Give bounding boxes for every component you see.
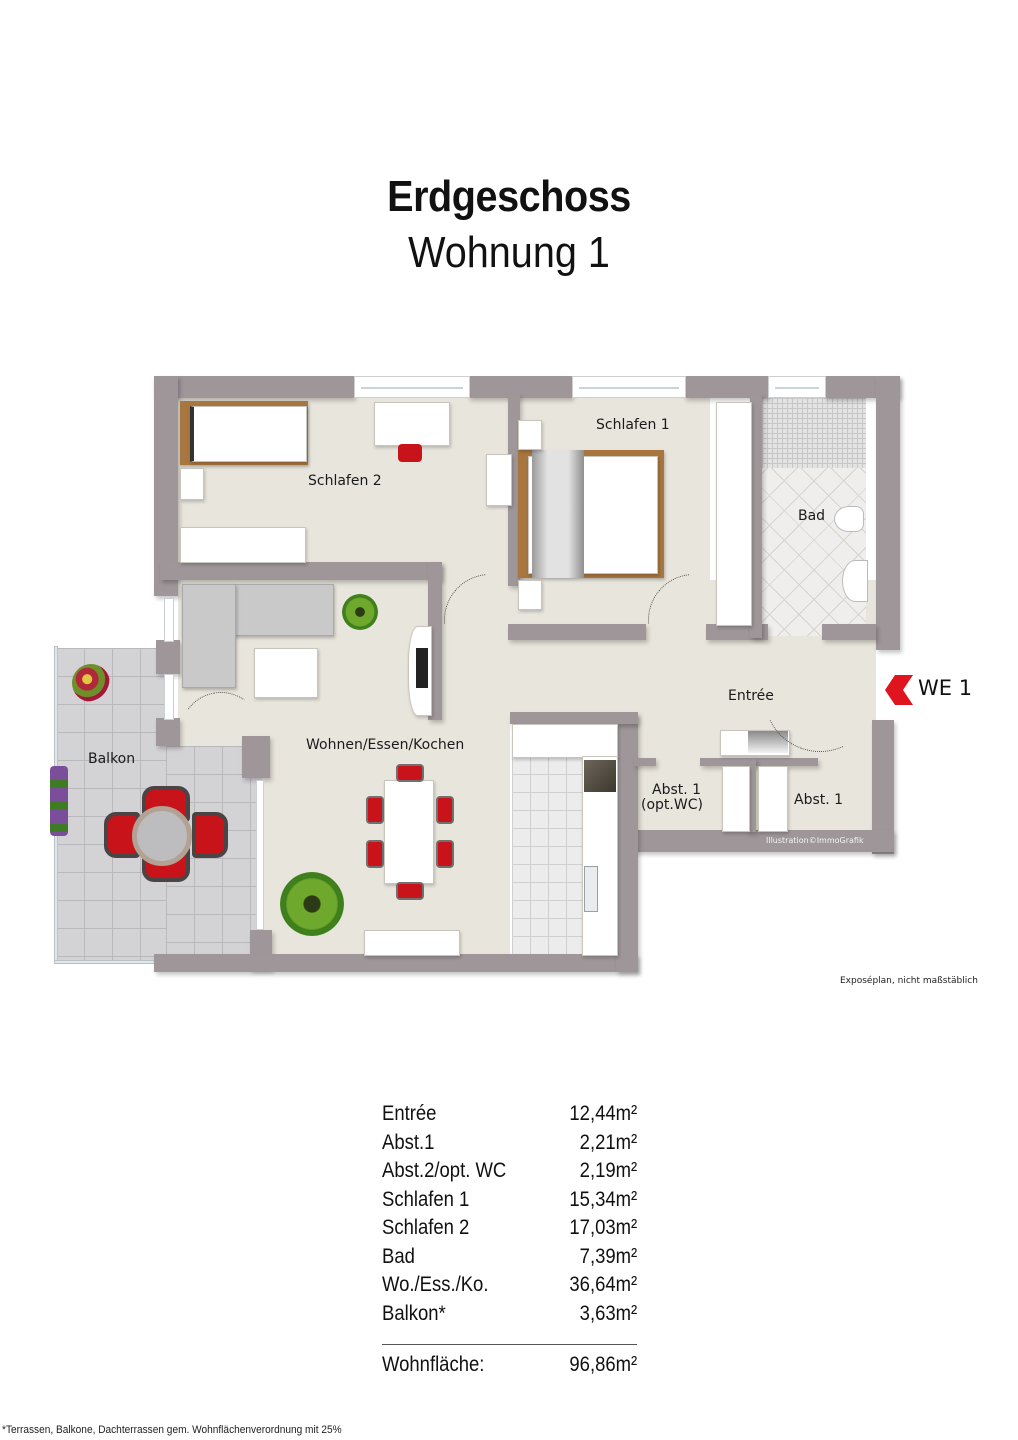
dining-chair-top [396, 764, 424, 782]
window-living-left [164, 598, 174, 642]
wall-bottom-right [616, 830, 894, 852]
sofa-side [182, 584, 236, 688]
storage-shelf-1 [722, 766, 750, 832]
shelf-schlafen2 [486, 454, 512, 506]
nightstand-schlafen1 [518, 420, 542, 450]
window-schlafen1 [572, 376, 686, 398]
illustration-credit: Illustration©ImmoGrafik [766, 836, 864, 845]
dining-chair-bottom [396, 882, 424, 900]
wardrobe-schlafen2 [180, 527, 306, 563]
bed-single [190, 406, 307, 462]
table-row: Balkon*3,63m² [382, 1301, 638, 1325]
nightstand-schlafen1-2 [518, 580, 542, 610]
wall-bottom [154, 954, 638, 972]
coffee-table [254, 648, 318, 698]
room-label-schlafen2: Schlafen 2 [308, 473, 382, 489]
wall-left-pillar2 [156, 718, 180, 746]
dining-chair-right2 [436, 840, 454, 868]
bed-blanket [532, 450, 584, 578]
kitchen-counter-top [512, 724, 618, 758]
wall-schlafen-divider [508, 394, 520, 586]
wall-schlafen1-bottom [508, 624, 646, 640]
dining-chair-right1 [436, 796, 454, 824]
wall-left-upper [154, 376, 178, 596]
table-row: Wo./Ess./Ko.36,64m² [382, 1273, 638, 1296]
room-label-entree: Entrée [728, 688, 774, 704]
wall-left-pillar1 [156, 640, 180, 674]
wall-top-mid [468, 376, 572, 398]
table-divider [382, 1344, 637, 1345]
flower-box-icon [50, 766, 68, 836]
window-living-left2 [164, 674, 174, 720]
balcony-chair-right [192, 812, 228, 858]
window-bad [768, 376, 826, 398]
wall-top-left [154, 376, 354, 398]
desk [374, 402, 450, 446]
cabinet-dark [748, 731, 788, 753]
scale-note: Exposéplan, nicht maßstäblich [840, 976, 978, 986]
tv-cabinet [408, 626, 432, 716]
nightstand-schlafen2 [180, 468, 204, 500]
wall-abst-top [700, 758, 818, 766]
wall-right-lower [872, 720, 894, 854]
balcony-railing-bottom [54, 960, 166, 964]
plant-large-icon [280, 872, 344, 936]
toilet-icon [834, 506, 864, 532]
wall-kitchen-top [510, 712, 638, 724]
room-label-wohnen: Wohnen/Essen/Kochen [306, 737, 465, 753]
wardrobe-schlafen1 [716, 402, 752, 626]
bath-tiles [762, 468, 866, 636]
shower-tiles [762, 398, 866, 468]
page-title: Erdgeschoss [387, 172, 631, 221]
entrance-marker-label: WE 1 [918, 676, 973, 700]
room-label-abst-wc-2: (opt.WC) [641, 797, 703, 813]
kitchen-tiles [512, 756, 582, 954]
dining-chair-left1 [366, 796, 384, 824]
footnote: *Terrassen, Balkone, Dachterrassen gem. … [2, 1424, 342, 1436]
wall-top-mid2 [684, 376, 768, 398]
wall-abst-divider [748, 758, 756, 832]
wall-right-upper [876, 376, 900, 650]
dining-table [384, 780, 434, 884]
room-label-bad: Bad [798, 508, 826, 524]
window-dining-left [256, 780, 264, 930]
floor-plan: Schlafen 1 Bad Wohnen/Essen/Kochen Entré… [50, 376, 978, 986]
wall-kitchen-right [616, 714, 638, 972]
wall-left-pillar3 [242, 736, 270, 778]
desk-chair [398, 444, 422, 462]
sink-icon [842, 560, 868, 602]
plant-icon [342, 594, 378, 630]
sideboard [364, 930, 460, 956]
wall-abst-top-left [634, 758, 656, 766]
flower-pot-icon [72, 664, 110, 702]
room-label-schlafen1: Schlafen 1 [596, 417, 670, 433]
floor-abst-wc [634, 718, 726, 830]
kitchen-sink-icon [584, 866, 598, 912]
page-subtitle: Wohnung 1 [408, 228, 610, 277]
wall-bath-bottom-right [822, 624, 876, 640]
balcony-table-icon [132, 806, 192, 866]
window-schlafen2 [354, 376, 470, 398]
room-label-balkon: Balkon [88, 751, 136, 767]
storage-shelf-2 [758, 766, 788, 832]
room-label-abst-wc-1: Abst. 1 [652, 782, 702, 798]
dining-chair-left2 [366, 840, 384, 868]
table-total-row: Wohnfläche:96,86m² [382, 1353, 638, 1376]
wall-schlafen2-bottom [160, 562, 442, 580]
room-label-abst1: Abst. 1 [794, 792, 844, 808]
wall-bath-left [750, 394, 762, 638]
stove-icon [584, 760, 616, 792]
tv-icon [416, 648, 428, 688]
entrance-arrow-icon [885, 675, 913, 705]
